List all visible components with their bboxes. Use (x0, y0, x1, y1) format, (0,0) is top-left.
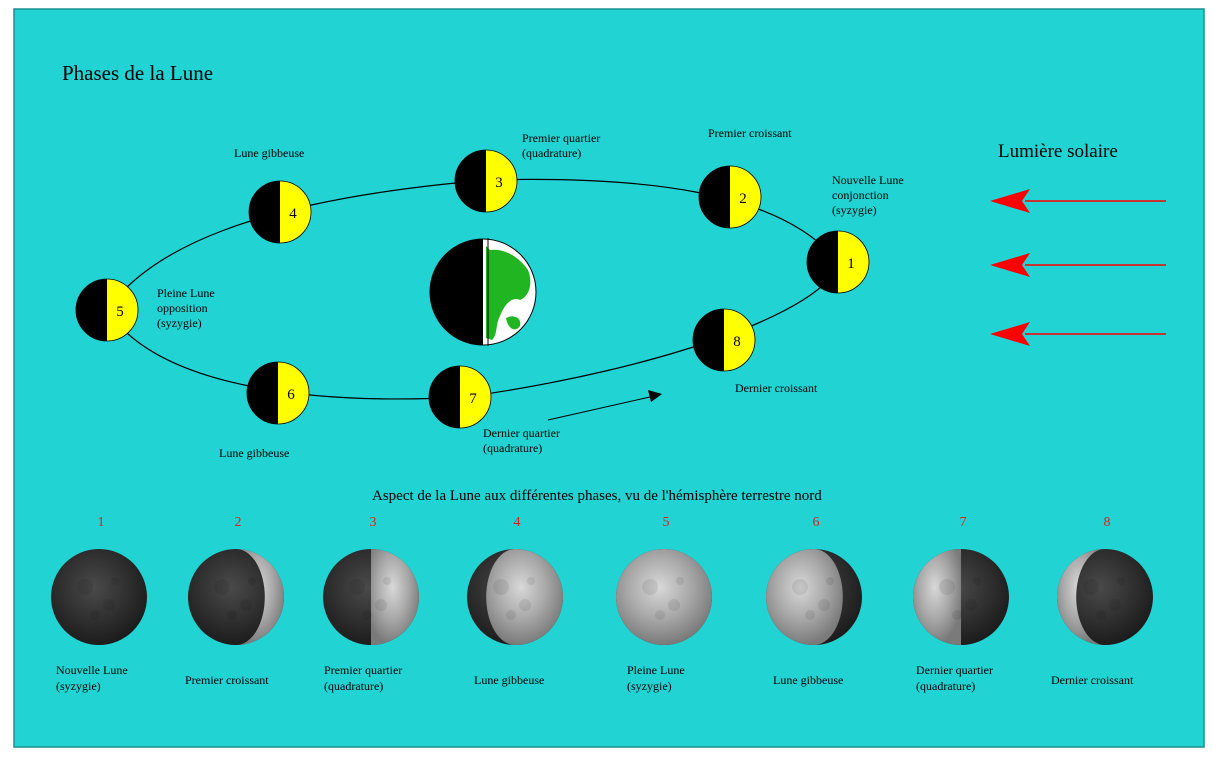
lit-portion (236, 549, 284, 645)
phase-label: Lune gibbeuse (773, 673, 843, 687)
orbit-moon-number: 1 (847, 256, 855, 272)
lit-portion (486, 549, 563, 645)
orbit-moon-8: 8 (692, 308, 756, 372)
phase-number: 3 (370, 515, 377, 530)
lit-portion (913, 549, 962, 645)
phase-label: Dernier croissant (1051, 673, 1134, 687)
orbit-label-7: Dernier quartier(quadrature) (483, 426, 560, 455)
orbit-moon-number: 2 (739, 191, 747, 207)
phase-number: 4 (514, 515, 521, 530)
orbit-moon-7: 7 (428, 365, 492, 429)
lit-portion (1057, 549, 1105, 645)
background-panel (13, 8, 1205, 748)
orbit-direction-arrow (547, 390, 662, 421)
orbit-label-8: Dernier croissant (735, 381, 818, 395)
orbit-moon-5: 5 (75, 278, 139, 342)
sunlight-arrow (990, 253, 1166, 277)
orbit-moon-number: 4 (289, 206, 297, 222)
orbit-moon-number: 8 (733, 334, 741, 350)
orbit-moon-number: 3 (495, 175, 503, 191)
orbit-moons: 1 2 3 4 5 6 7 8 (75, 149, 870, 429)
phase-label: Lune gibbeuse (474, 673, 544, 687)
sunlight-label: Lumière solaire (998, 141, 1118, 162)
lit-portion (370, 549, 419, 645)
phase-label: Premier croissant (185, 673, 269, 687)
phase-number: 5 (663, 515, 670, 530)
orbit-moon-number: 5 (116, 304, 124, 320)
orbit-label-2: Premier croissant (708, 126, 792, 140)
lit-portion (616, 549, 712, 645)
orbit-label-3: Premier quartier(quadrature) (522, 131, 600, 160)
orbit-moon-3: 3 (454, 149, 518, 213)
orbit-moon-1: 1 (806, 230, 870, 294)
phase-label: Nouvelle Lune(syzygie) (56, 663, 128, 693)
earth-night-side (430, 239, 483, 345)
lit-portion (766, 549, 843, 645)
diagram-title: Phases de la Lune (62, 61, 213, 85)
bottom-title: Aspect de la Lune aux différentes phases… (372, 488, 822, 504)
phase-label: Pleine Lune(syzygie) (627, 663, 685, 693)
earth-land-shape (486, 246, 531, 340)
phase-label: Premier quartier(quadrature) (324, 663, 402, 693)
orbit-label-6: Lune gibbeuse (219, 446, 289, 460)
phase-label: Dernier quartier(quadrature) (916, 663, 993, 693)
orbit-moon-number: 6 (287, 387, 295, 403)
earth-globe (429, 238, 537, 346)
sunlight-arrow (990, 189, 1166, 213)
orbit-moon-2: 2 (698, 165, 762, 229)
phase-number: 1 (98, 515, 105, 530)
sunlight-arrow (990, 322, 1166, 346)
orbit-moon-6: 6 (246, 361, 310, 425)
phase-number: 6 (813, 515, 820, 530)
sunlight-arrows (990, 189, 1166, 346)
phase-number: 2 (235, 515, 242, 530)
earth-island-shape (506, 316, 521, 330)
phase-number: 8 (1104, 515, 1111, 530)
orbit-label-4: Lune gibbeuse (234, 146, 304, 160)
phase-number: 7 (960, 515, 967, 530)
orbit-moon-number: 7 (469, 391, 477, 407)
orbit-moon-4: 4 (248, 180, 312, 244)
